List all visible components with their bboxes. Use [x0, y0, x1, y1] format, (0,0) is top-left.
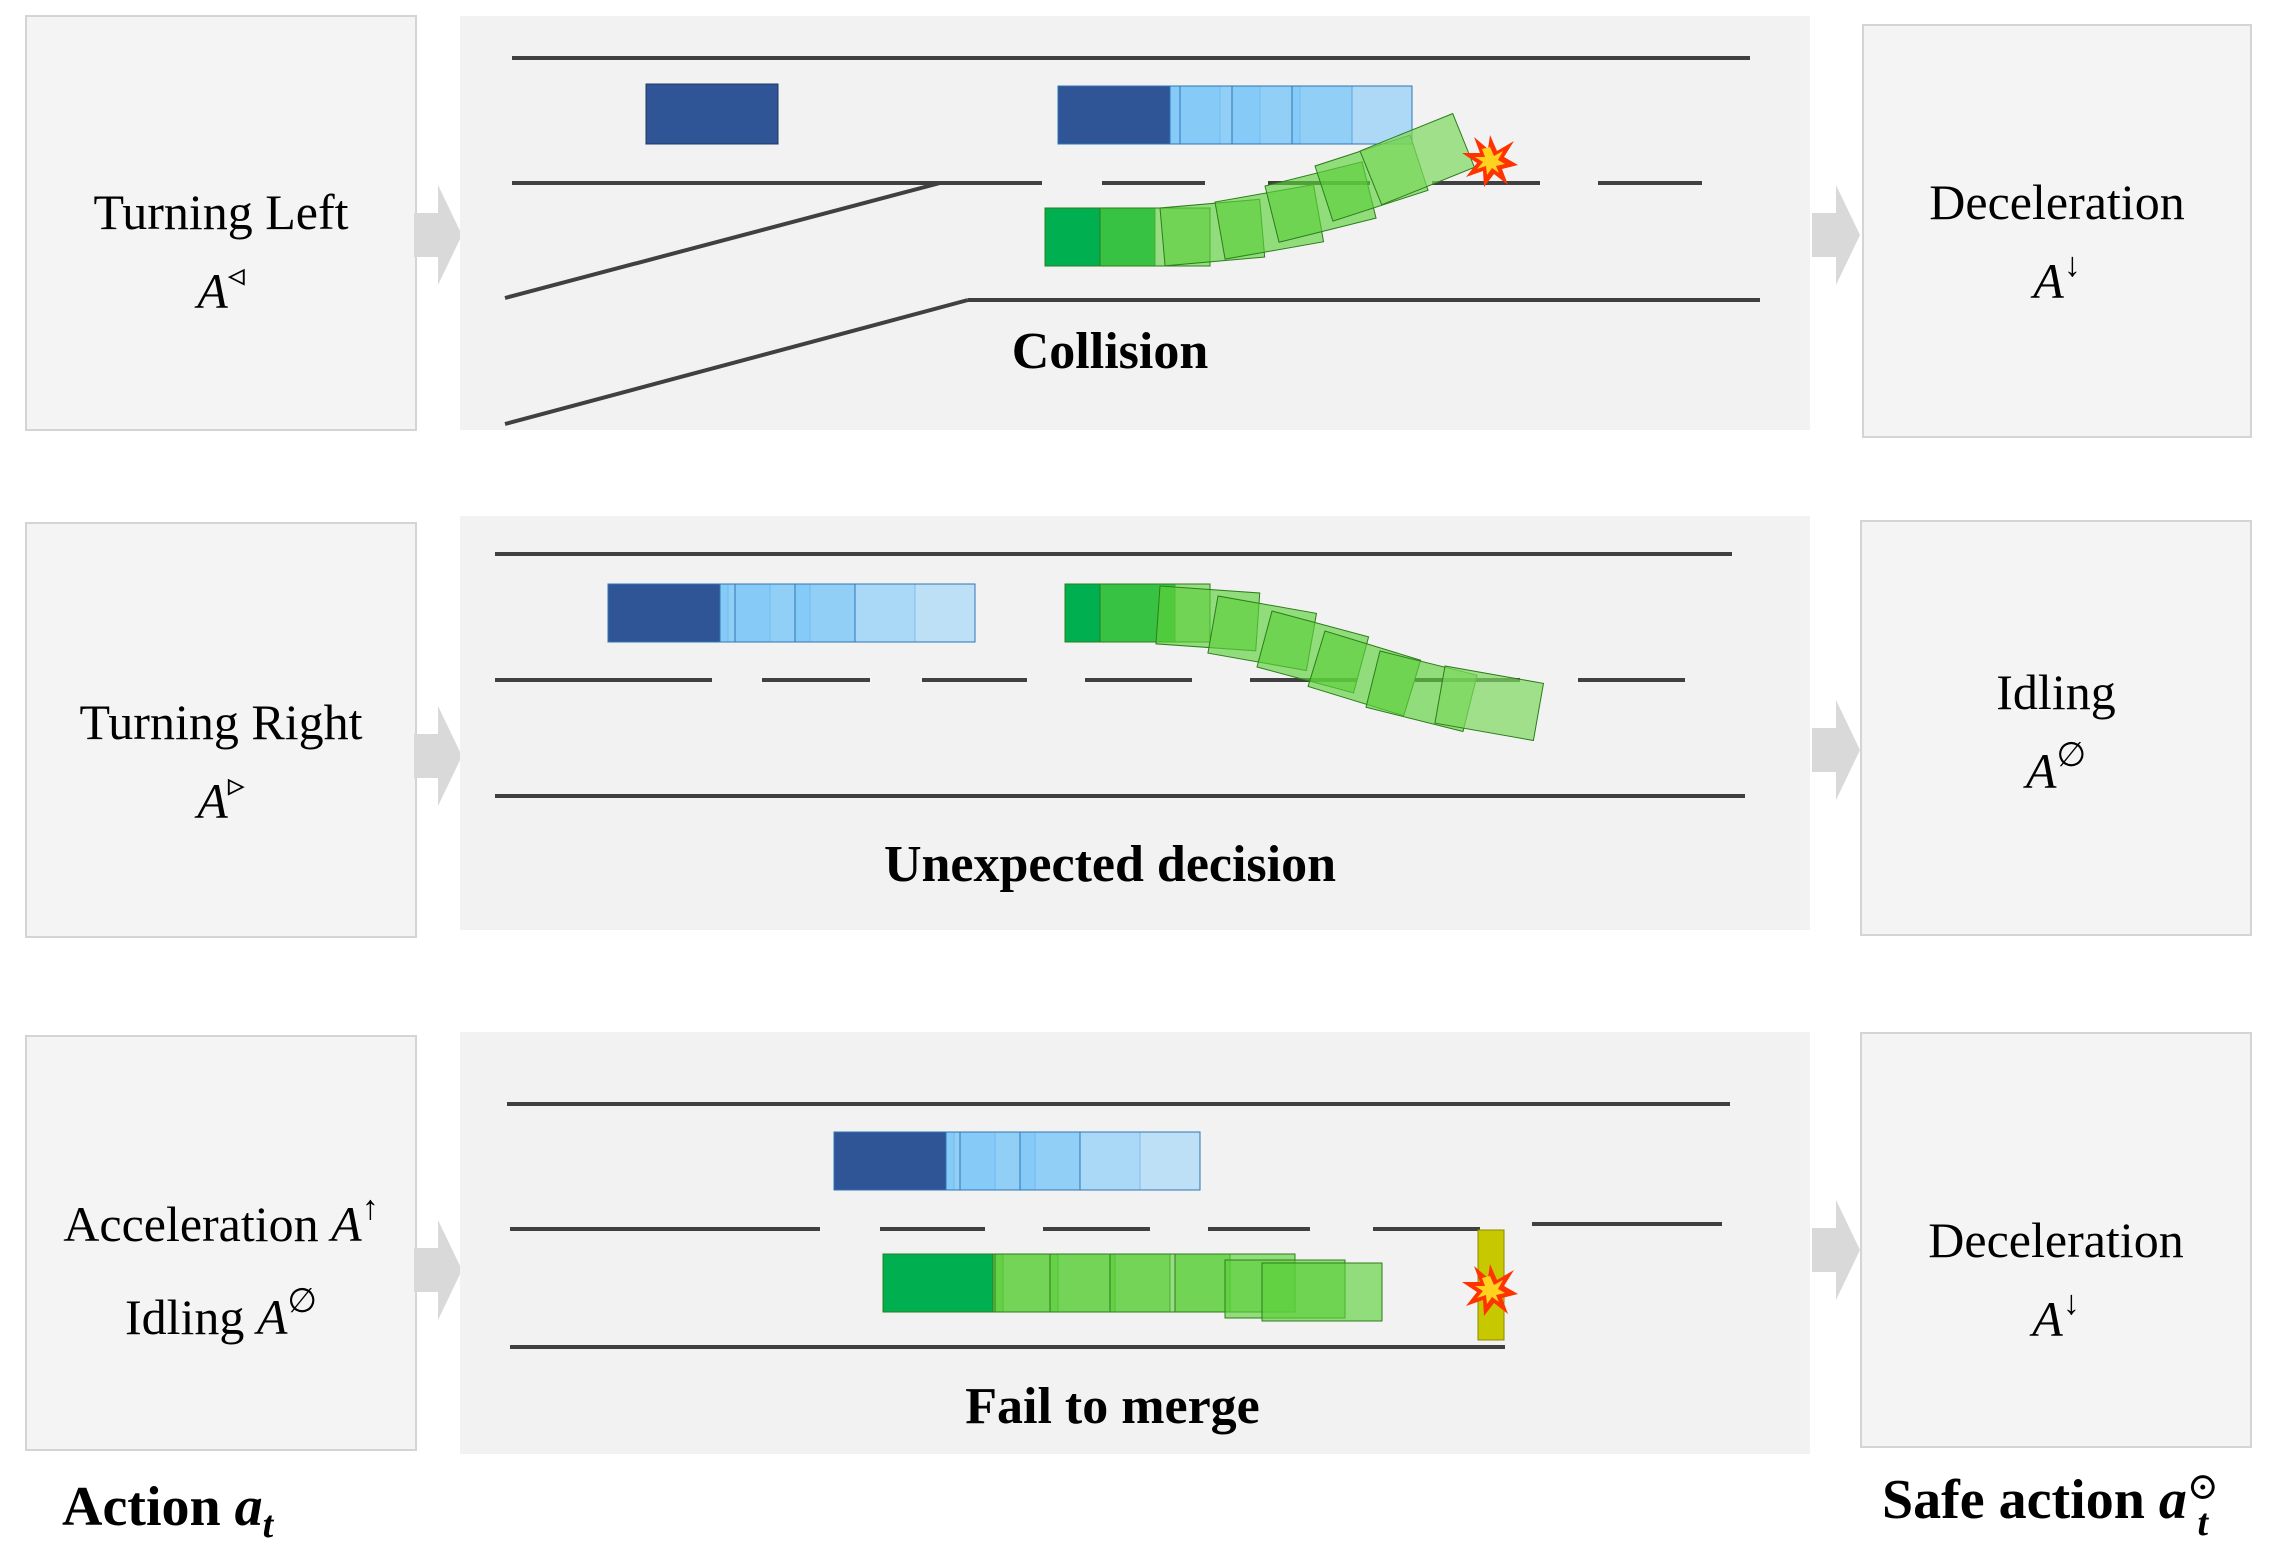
right-arrow-icon [414, 706, 462, 806]
safe-action-column-symbol: a [2158, 1469, 2187, 1531]
blue-car-trajectory [607, 583, 976, 643]
action-accel-idle-label: Acceleration A↑ Idling A∅ [25, 1170, 417, 1356]
explosion-icon [1462, 135, 1518, 187]
safe-action-column-text: Safe action [1882, 1469, 2159, 1531]
safe-deceleration-text: Deceleration [1929, 174, 2185, 230]
action-turn-left-symbol: A [197, 263, 228, 319]
action-turn-right-symbol: A [197, 773, 228, 829]
safe-deceleration-label-2: Deceleration A↓ [1860, 1208, 2252, 1351]
collision-scene [504, 56, 1760, 426]
safe-deceleration-text-2: Deceleration [1928, 1212, 2184, 1268]
action-box-turn-right [25, 522, 417, 938]
explosion-icon [1462, 1264, 1518, 1316]
scene-caption-unexpected: Unexpected decision [883, 836, 1337, 893]
action-turn-left-text: Turning Left [93, 184, 349, 240]
turn-left-superscript: ◃ [227, 257, 245, 294]
safe-idling-label: Idling A∅ [1860, 660, 2252, 803]
action-idling-text: Idling [124, 1289, 257, 1345]
odot-superscript: ⊙ [2186, 1466, 2219, 1509]
action-column-label: Action at [62, 1475, 273, 1547]
action-turn-right-text: Turning Right [79, 694, 363, 750]
safe-action-column-subscript: t [2197, 1502, 2209, 1545]
blue-car [645, 83, 779, 145]
fail-merge-scene [507, 1102, 1730, 1349]
safe-box-deceleration [1862, 24, 2252, 438]
action-turn-left-label: Turning Left A◃ [25, 180, 417, 323]
safe-box-idling [1860, 520, 2252, 936]
safe-idling-symbol: A [2025, 743, 2057, 799]
action-column-text: Action [62, 1476, 235, 1538]
right-arrow-icon [1812, 700, 1860, 800]
safe-deceleration-label: Deceleration A↓ [1862, 170, 2252, 313]
blue-car-trajectory [833, 1131, 1201, 1191]
down-arrow-superscript: ↓ [2063, 247, 2081, 284]
scene-caption-collision: Collision [1011, 323, 1209, 380]
right-arrow-icon [1812, 185, 1860, 285]
right-arrow-icon [414, 1220, 462, 1320]
green-car-trajectory [1044, 112, 1476, 267]
action-turn-right-label: Turning Right A▹ [25, 690, 417, 833]
safe-deceleration-symbol-2: A [2032, 1291, 2063, 1347]
action-box-turn-left [25, 15, 417, 431]
action-column-symbol: a [234, 1476, 263, 1538]
green-car-trajectory [882, 1253, 1383, 1322]
action-acceleration-text: Acceleration [63, 1196, 332, 1252]
right-arrow-icon [414, 185, 462, 285]
turn-right-superscript: ▹ [227, 767, 245, 804]
empty-set-superscript: ∅ [2056, 737, 2087, 774]
road-lines [507, 1102, 1730, 1349]
safe-box-deceleration-2 [1860, 1032, 2252, 1448]
empty-set-superscript: ∅ [287, 1283, 318, 1320]
up-arrow-superscript: ↑ [361, 1190, 379, 1227]
unexpected-scene [495, 552, 1745, 798]
down-arrow-superscript: ↓ [2062, 1285, 2080, 1322]
safe-idling-text: Idling [1996, 664, 2116, 720]
action-box-accel-idle [25, 1035, 417, 1451]
right-arrow-icon [1812, 1200, 1860, 1300]
safe-deceleration-symbol: A [2033, 253, 2064, 309]
scene-caption-fail-merge: Fail to merge [965, 1378, 1260, 1435]
safe-action-column-label: Safe action a ⊙ t [1882, 1466, 2219, 1545]
action-column-subscript: t [262, 1504, 274, 1547]
green-car-trajectory [1064, 583, 1545, 742]
action-acceleration-symbol: A [331, 1196, 362, 1252]
action-idling-symbol: A [256, 1289, 288, 1345]
blue-car-trajectory [1057, 85, 1413, 145]
